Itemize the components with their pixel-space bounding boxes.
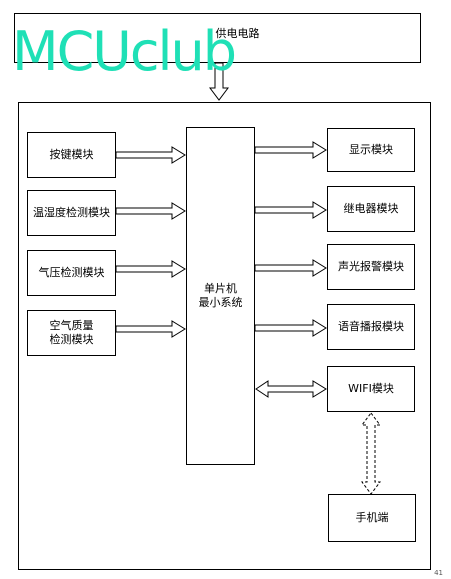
arrow-mcu-to-voice — [254, 319, 327, 337]
output-module-display: 显示模块 — [327, 128, 415, 172]
arrow-wifi-phone-dashed — [361, 412, 381, 495]
arrow-keys-to-mcu — [115, 146, 186, 164]
power-supply-label: 供电电路 — [215, 27, 260, 40]
output-module-relay-label: 继电器模块 — [343, 202, 399, 215]
input-module-pressure: 气压检测模块 — [27, 250, 116, 296]
input-module-temp-humidity-label: 温湿度检测模块 — [33, 206, 110, 219]
input-module-air-quality: 空气质量 检测模块 — [27, 310, 116, 356]
power-arrow — [209, 62, 229, 101]
output-module-alarm-label: 声光报警模块 — [338, 260, 404, 273]
input-module-keys: 按键模块 — [27, 132, 116, 178]
system-frame — [18, 102, 431, 570]
input-module-air-quality-label-1: 空气质量 — [49, 319, 94, 332]
output-module-relay: 继电器模块 — [327, 186, 415, 232]
output-module-wifi: WIFI模块 — [327, 366, 415, 412]
input-module-air-quality-label-2: 检测模块 — [49, 333, 94, 346]
input-module-keys-label: 按键模块 — [49, 148, 94, 161]
mcu-label-2: 最小系统 — [198, 296, 243, 309]
power-supply-box: 供电电路 — [14, 13, 421, 63]
arrow-mcu-to-alarm — [254, 259, 327, 277]
output-module-voice: 语音播报模块 — [327, 304, 415, 350]
arrow-air-to-mcu — [115, 320, 186, 338]
mcuclub-watermark: MCUclub — [12, 20, 237, 83]
output-module-wifi-label: WIFI模块 — [348, 382, 394, 395]
arrow-mcu-to-display — [254, 141, 327, 159]
output-module-alarm: 声光报警模块 — [327, 244, 415, 290]
input-module-temp-humidity: 温湿度检测模块 — [27, 190, 116, 236]
phone-terminal-box: 手机端 — [328, 494, 416, 542]
arrow-mcu-wifi-bidirectional — [255, 380, 327, 398]
page-corner-mark: 41 — [434, 569, 443, 577]
phone-terminal-label: 手机端 — [355, 511, 389, 524]
output-module-voice-label: 语音播报模块 — [338, 320, 404, 333]
arrow-pressure-to-mcu — [115, 260, 186, 278]
output-module-display-label: 显示模块 — [349, 143, 393, 156]
mcu-label-1: 单片机 — [204, 282, 237, 295]
arrow-temp-to-mcu — [115, 202, 186, 220]
arrow-mcu-to-relay — [254, 201, 327, 219]
mcu-minimum-system-box: 单片机 最小系统 — [186, 127, 255, 465]
input-module-pressure-label: 气压检测模块 — [38, 266, 105, 279]
